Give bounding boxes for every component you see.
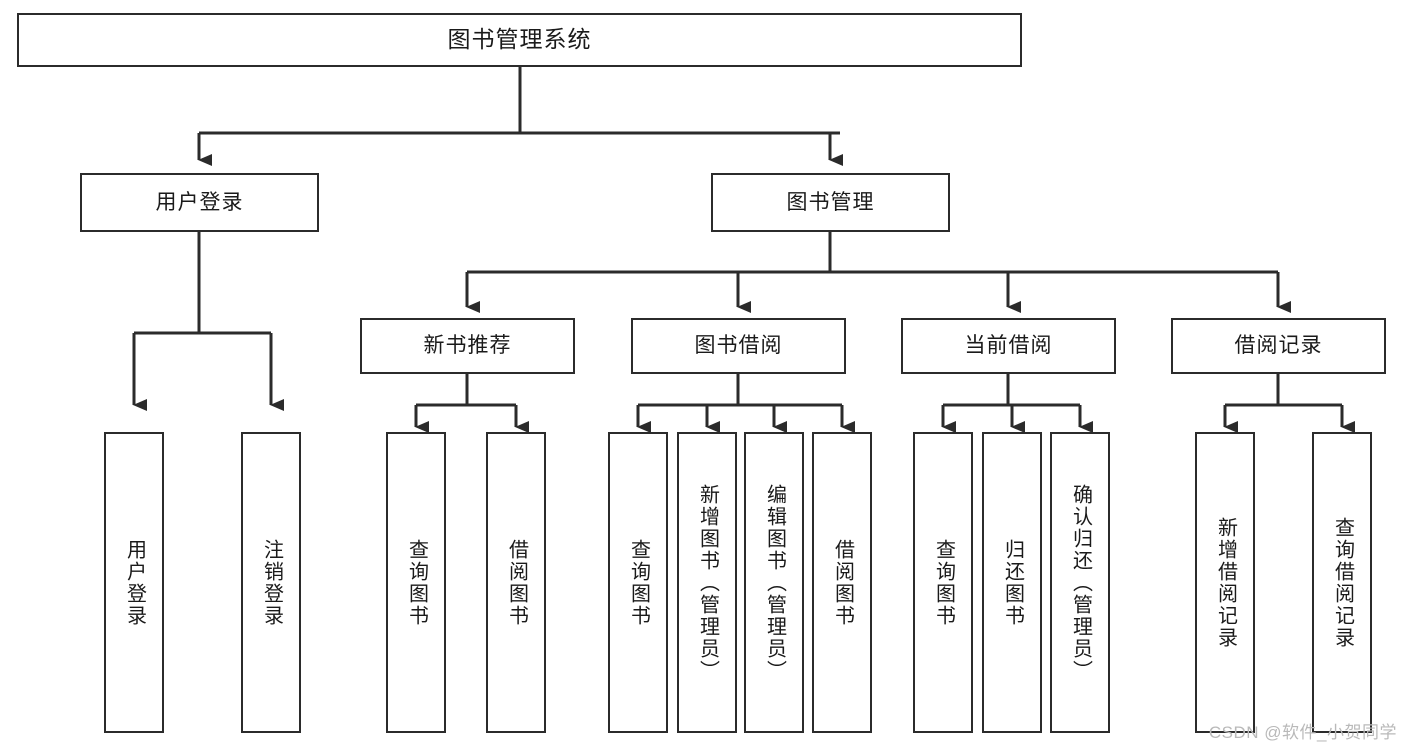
leaf-user-login-label: 用户登录 [123,538,146,627]
leaf-query-book-1[interactable]: 查询图书 [386,432,446,733]
node-book-manage-label: 图书管理 [786,190,875,214]
leaf-return-book-label: 归还图书 [1001,538,1024,627]
node-root-system[interactable]: 图书管理系统 [17,13,1022,67]
node-user-login[interactable]: 用户登录 [80,173,319,232]
node-root-system-label: 图书管理系统 [447,26,592,53]
node-book-manage[interactable]: 图书管理 [711,173,950,232]
leaf-query-record[interactable]: 查询借阅记录 [1312,432,1372,733]
node-book-borrow[interactable]: 图书借阅 [631,318,846,374]
leaf-query-book-1-label: 查询图书 [405,538,428,627]
leaf-add-record[interactable]: 新增借阅记录 [1195,432,1255,733]
leaf-add-record-label: 新增借阅记录 [1214,516,1237,649]
leaf-logout-login[interactable]: 注销登录 [241,432,301,733]
node-book-borrow-label: 图书借阅 [694,334,783,358]
leaf-query-book-2-label: 查询图书 [627,538,650,627]
leaf-query-record-label: 查询借阅记录 [1331,516,1354,649]
leaf-logout-login-label: 注销登录 [260,538,283,627]
leaf-edit-book-label: 编辑图书（管理员） [763,483,786,682]
node-borrow-record[interactable]: 借阅记录 [1171,318,1386,374]
leaf-borrow-book-1-label: 借阅图书 [505,538,528,627]
leaf-borrow-book-1[interactable]: 借阅图书 [486,432,546,733]
leaf-return-book[interactable]: 归还图书 [982,432,1042,733]
leaf-add-book-label: 新增图书（管理员） [696,483,719,682]
leaf-borrow-book-2-label: 借阅图书 [831,538,854,627]
leaf-add-book[interactable]: 新增图书（管理员） [677,432,737,733]
leaf-confirm-return[interactable]: 确认归还（管理员） [1050,432,1110,733]
leaf-confirm-return-label: 确认归还（管理员） [1069,483,1092,682]
node-new-book-recommend[interactable]: 新书推荐 [360,318,575,374]
node-borrow-record-label: 借阅记录 [1234,334,1323,358]
leaf-query-book-3-label: 查询图书 [932,538,955,627]
leaf-borrow-book-2[interactable]: 借阅图书 [812,432,872,733]
node-user-login-label: 用户登录 [155,190,244,214]
node-new-book-recommend-label: 新书推荐 [423,334,512,358]
node-current-borrow[interactable]: 当前借阅 [901,318,1116,374]
leaf-user-login[interactable]: 用户登录 [104,432,164,733]
leaf-query-book-3[interactable]: 查询图书 [913,432,973,733]
leaf-edit-book[interactable]: 编辑图书（管理员） [744,432,804,733]
csdn-watermark: CSDN @软件_小贺同学 [1208,723,1397,742]
leaf-query-book-2[interactable]: 查询图书 [608,432,668,733]
node-current-borrow-label: 当前借阅 [964,334,1053,358]
